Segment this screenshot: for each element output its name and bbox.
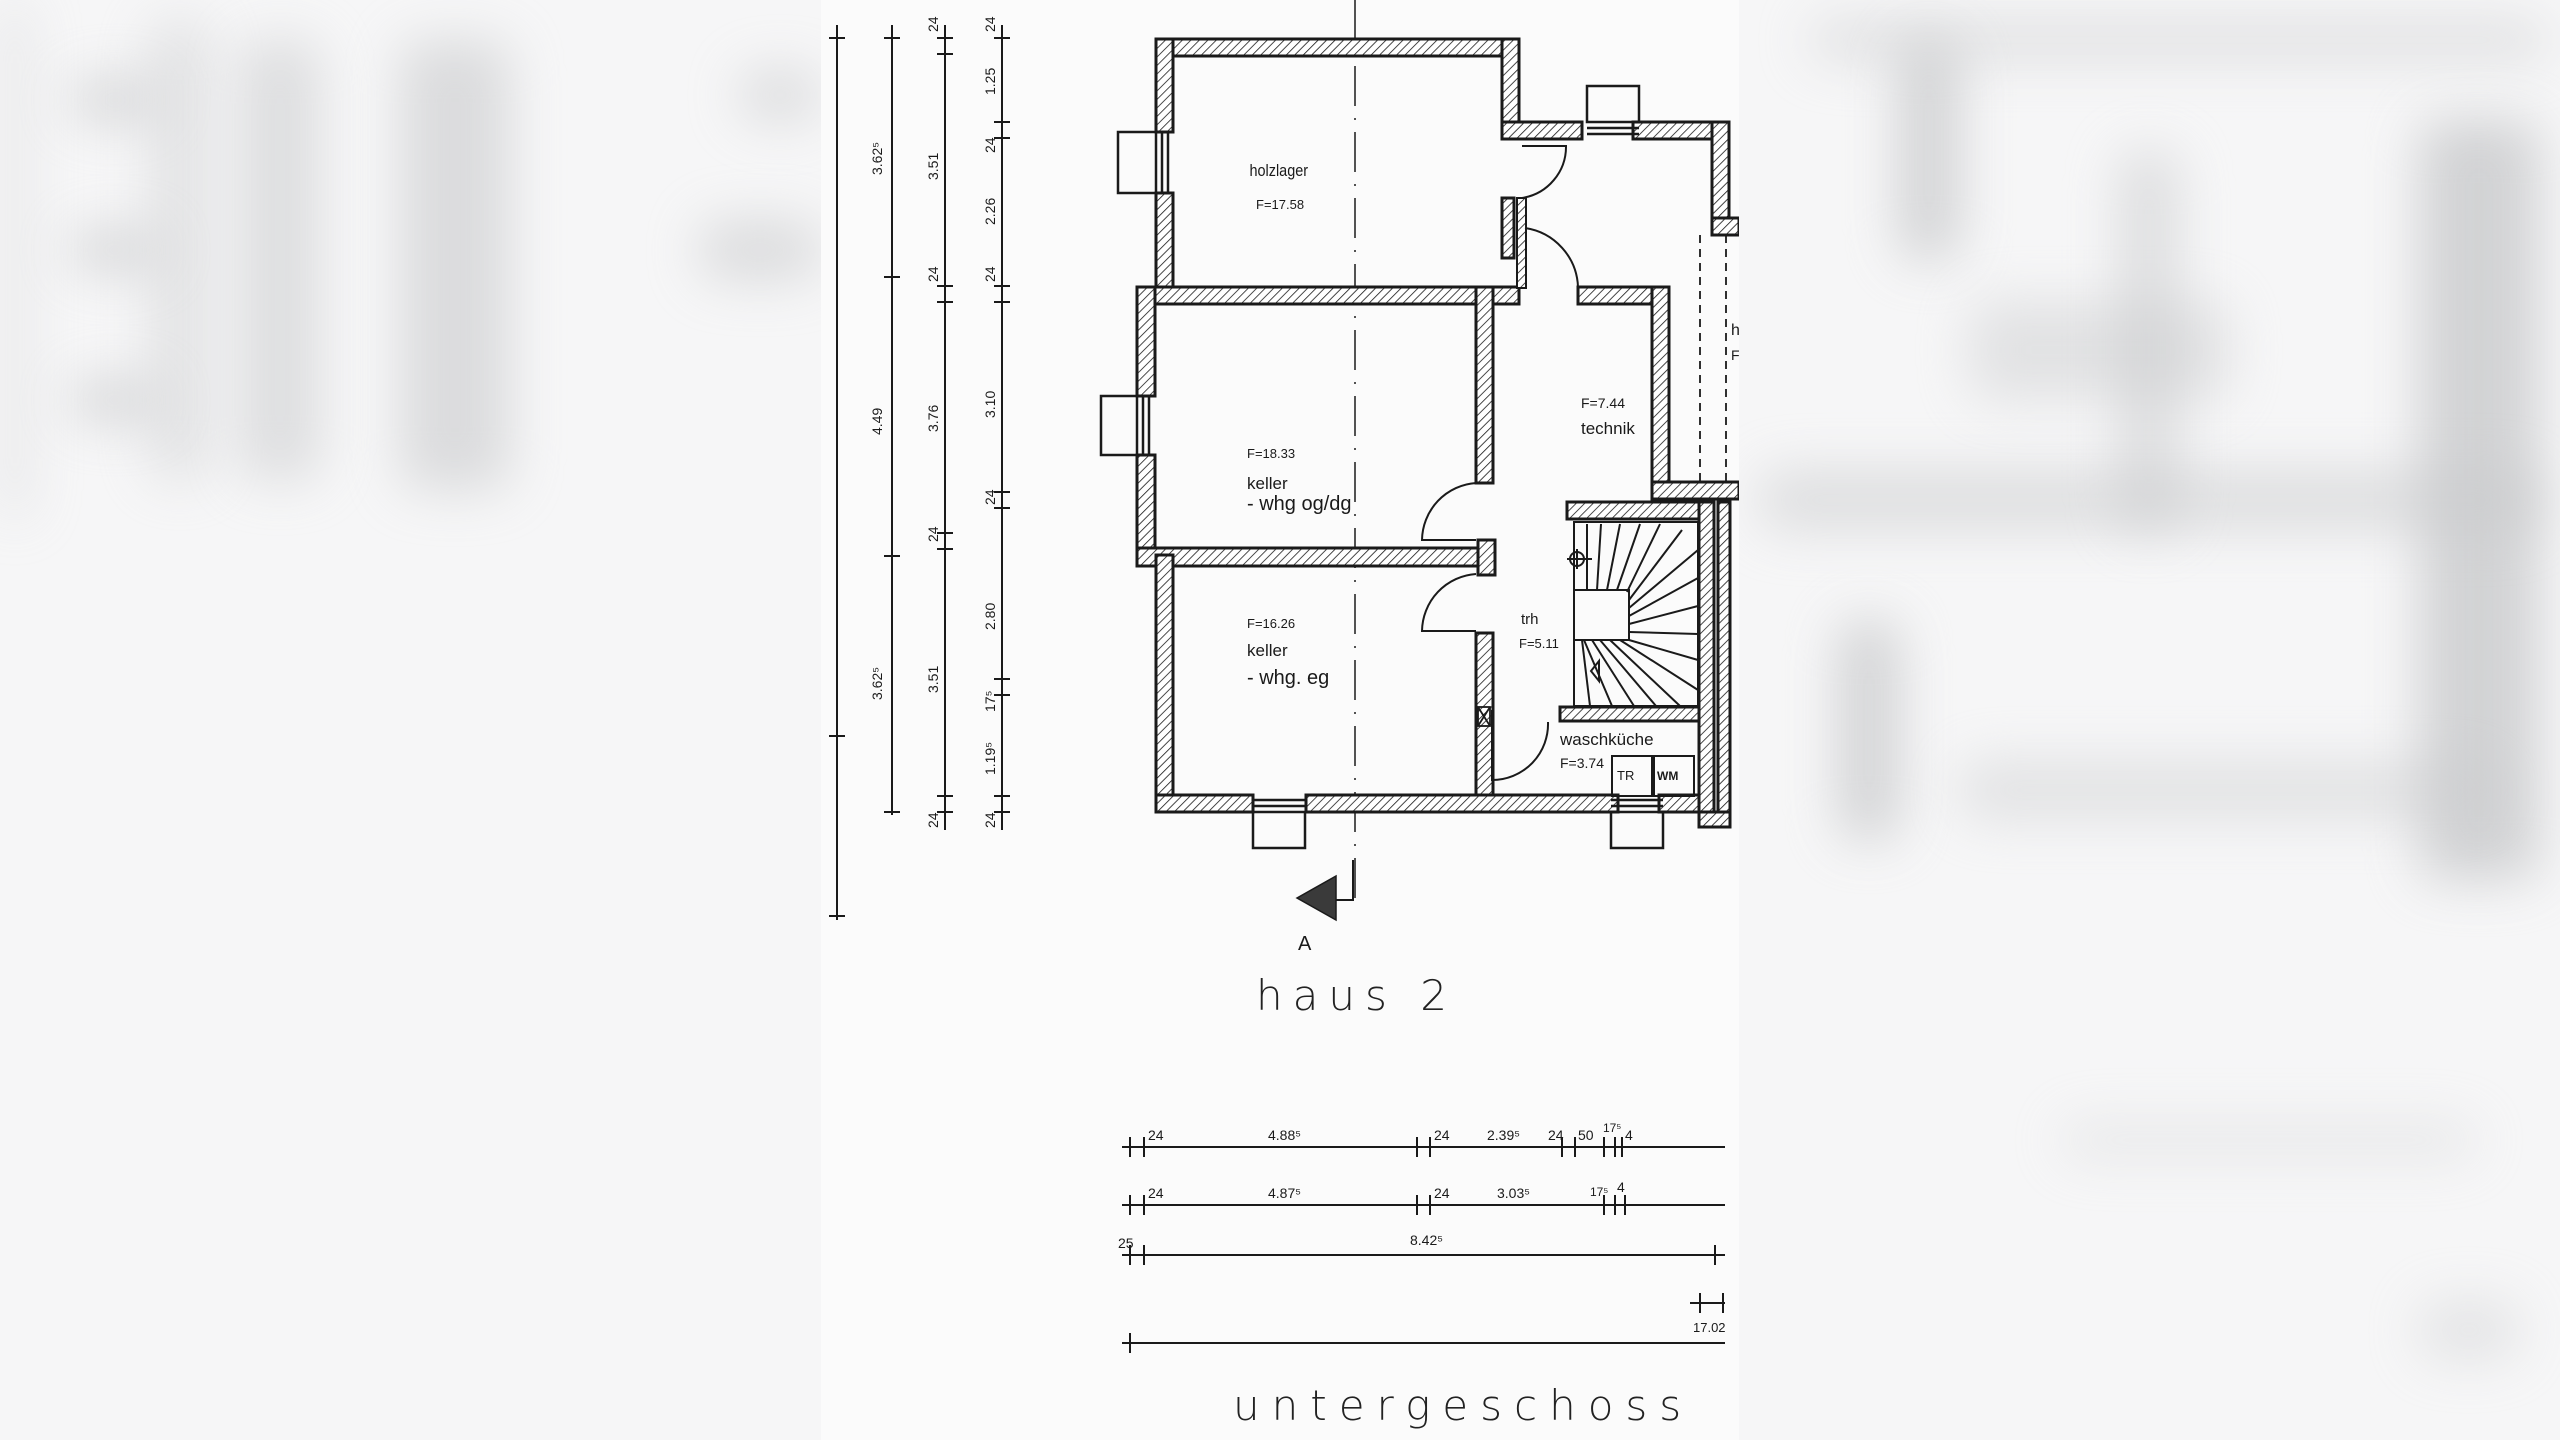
svg-text:17⁵: 17⁵ — [982, 691, 998, 712]
room-keller-eg-area: F=16.26 — [1247, 616, 1295, 631]
room-holzlager-name: holzlager — [1250, 162, 1309, 180]
floor-plan-drawing: TR WM h F holzlager F=17.58 F=18.33 kell… — [829, 0, 1739, 1430]
svg-text:17⁵: 17⁵ — [1590, 1185, 1608, 1199]
floor-plan-image: TR WM h F holzlager F=17.58 F=18.33 kell… — [821, 0, 1739, 1440]
windows — [1099, 84, 1665, 850]
svg-text:4.87⁵: 4.87⁵ — [1268, 1185, 1301, 1201]
svg-text:24: 24 — [982, 489, 998, 505]
svg-text:24: 24 — [1148, 1185, 1164, 1201]
room-keller-og-name: keller — [1247, 474, 1288, 493]
svg-text:24: 24 — [1148, 1127, 1164, 1143]
room-waschkueche-name: waschküche — [1559, 730, 1654, 749]
shaft-symbol — [1477, 706, 1491, 727]
section-marker — [1295, 860, 1354, 922]
left-dimension-lines — [829, 25, 1010, 920]
svg-text:17⁵: 17⁵ — [1603, 1121, 1621, 1135]
left-dimension-labels: 3.62⁵ 4.49 3.62⁵ 24 3.51 24 3.76 24 3.51… — [869, 16, 998, 828]
svg-text:24: 24 — [925, 526, 941, 542]
svg-text:25: 25 — [1118, 1235, 1134, 1251]
svg-text:8.42⁵: 8.42⁵ — [1410, 1232, 1443, 1248]
svg-text:1.25: 1.25 — [982, 68, 998, 95]
svg-text:4: 4 — [1625, 1127, 1633, 1143]
svg-text:24: 24 — [925, 266, 941, 282]
room-keller-eg-name: keller — [1247, 641, 1288, 660]
svg-text:24: 24 — [982, 137, 998, 153]
room-keller-og-area: F=18.33 — [1247, 446, 1295, 461]
dryer-box — [1611, 755, 1653, 797]
svg-text:1.19⁵: 1.19⁵ — [982, 742, 998, 775]
blurred-left-panel — [0, 0, 821, 1440]
svg-text:4.49: 4.49 — [869, 408, 885, 435]
svg-text:3.62⁵: 3.62⁵ — [869, 142, 885, 175]
appliance-tr-label: TR — [1617, 768, 1634, 783]
appliance-wm-label: WM — [1657, 769, 1678, 783]
building-title: haus 2 — [1256, 971, 1457, 1020]
svg-text:2.80: 2.80 — [982, 603, 998, 630]
svg-text:3.10: 3.10 — [982, 391, 998, 418]
svg-text:24: 24 — [925, 812, 941, 828]
svg-text:3.03⁵: 3.03⁵ — [1497, 1185, 1530, 1201]
bottom-dimension-lines — [1122, 1137, 1725, 1353]
adjacent-room-label: h — [1731, 322, 1739, 339]
svg-text:2.26: 2.26 — [982, 198, 998, 225]
floor-title: untergeschoss — [1233, 1381, 1693, 1430]
room-technik-name: technik — [1581, 419, 1635, 438]
room-technik-area: F=7.44 — [1581, 395, 1625, 411]
svg-text:3.62⁵: 3.62⁵ — [869, 667, 885, 700]
svg-text:2.39⁵: 2.39⁵ — [1487, 1127, 1520, 1143]
svg-text:4.88⁵: 4.88⁵ — [1268, 1127, 1301, 1143]
blurred-right-panel — [1739, 0, 2560, 1440]
room-waschkueche-area: F=3.74 — [1560, 755, 1604, 771]
adjacent-room-area: F — [1731, 347, 1739, 363]
doors — [1420, 145, 1579, 782]
bottom-dimension-labels: 24 4.88⁵ 24 2.39⁵ 24 50 17⁵ 4 24 4.87⁵ 2… — [1118, 1121, 1726, 1335]
svg-text:3.51: 3.51 — [925, 153, 941, 180]
section-marker-label: A — [1298, 933, 1312, 955]
staircase — [1567, 521, 1699, 707]
svg-text:24: 24 — [1434, 1127, 1450, 1143]
adjacent-house-outline — [1699, 235, 1727, 482]
svg-text:3.51: 3.51 — [925, 666, 941, 693]
svg-text:24: 24 — [1548, 1127, 1564, 1143]
svg-text:24: 24 — [982, 266, 998, 282]
svg-text:17.02: 17.02 — [1693, 1320, 1726, 1335]
svg-text:50: 50 — [1578, 1127, 1594, 1143]
svg-text:4: 4 — [1617, 1179, 1625, 1195]
room-trh-name: trh — [1521, 611, 1539, 628]
appliances — [1611, 755, 1695, 797]
room-labels: holzlager F=17.58 F=18.33 keller - whg o… — [1247, 162, 1654, 771]
room-keller-eg-sub: - whg. eg — [1247, 667, 1329, 689]
walls — [1135, 37, 1739, 829]
room-holzlager-area: F=17.58 — [1256, 197, 1304, 212]
svg-text:24: 24 — [925, 16, 941, 32]
room-keller-og-sub: - whg og/dg — [1247, 493, 1352, 515]
room-trh-area: F=5.11 — [1519, 636, 1559, 651]
svg-text:24: 24 — [1434, 1185, 1450, 1201]
washer-box — [1653, 755, 1695, 797]
svg-text:24: 24 — [982, 812, 998, 828]
svg-text:3.76: 3.76 — [925, 405, 941, 432]
svg-text:24: 24 — [982, 16, 998, 32]
